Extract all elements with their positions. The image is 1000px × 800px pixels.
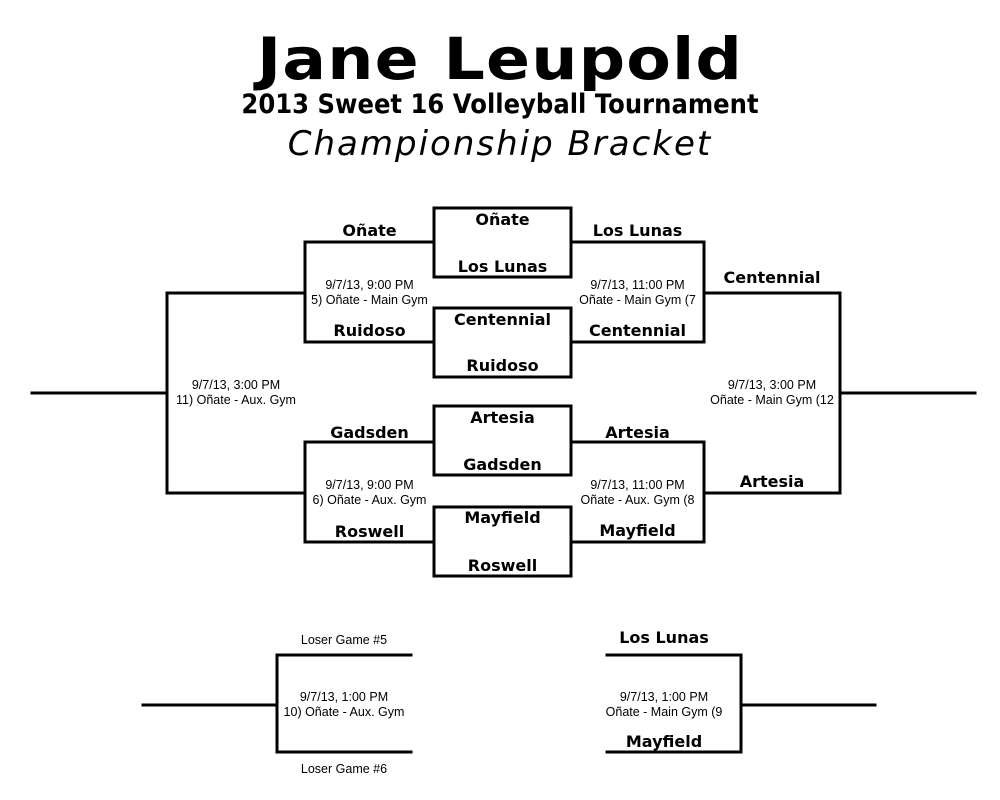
- game-time: 9/7/13, 1:00 PM: [619, 690, 709, 704]
- team-label: Ruidoso: [333, 321, 406, 340]
- game-info: 9/7/13, 3:00 PM Oñate - Main Gym (12: [704, 378, 840, 408]
- team-label: Mayfield: [625, 732, 703, 751]
- game-location: Oñate - Aux. Gym (8: [580, 493, 695, 507]
- game-info: 9/7/13, 9:00 PM 5) Oñate - Main Gym: [305, 278, 434, 308]
- team-label: Mayfield: [599, 521, 676, 540]
- page-subtitle: 2013 Sweet 16 Volleyball Tournament: [241, 89, 759, 120]
- team-label: Gadsden: [463, 455, 542, 474]
- team-label: Roswell: [334, 522, 405, 541]
- game-info: 9/7/13, 11:00 PM Oñate - Aux. Gym (8: [571, 478, 704, 508]
- team-label: Centennial: [723, 268, 821, 287]
- box-game-3: [432, 404, 573, 477]
- game-location: Oñate - Main Gym (9: [605, 705, 723, 719]
- page-title: Jane Leupold: [257, 25, 743, 93]
- team-label: Ruidoso: [466, 356, 539, 375]
- game-info: 9/7/13, 9:00 PM 6) Oñate - Aux. Gym: [305, 478, 434, 508]
- game-time: 9/7/13, 9:00 PM: [325, 278, 414, 292]
- box-game-2: [432, 306, 573, 379]
- team-label: Centennial: [453, 310, 552, 329]
- game-time: 9/7/13, 11:00 PM: [590, 478, 685, 492]
- game-location: Oñate - Main Gym (12: [710, 393, 834, 407]
- team-label: Los Lunas: [619, 628, 709, 647]
- game-info: 9/7/13, 1:00 PM 10) Oñate - Aux. Gym: [277, 690, 411, 720]
- game-location: 5) Oñate - Main Gym: [311, 293, 428, 307]
- game-time: 9/7/13, 1:00 PM: [299, 690, 389, 704]
- game-time: 9/7/13, 3:00 PM: [191, 378, 281, 392]
- team-label: Oñate: [342, 221, 397, 240]
- team-label: Artesia: [470, 408, 535, 427]
- team-label: Los Lunas: [592, 221, 683, 240]
- team-label: Loser Game #6: [300, 762, 388, 776]
- team-label: Artesia: [605, 423, 670, 442]
- box-game-4: [432, 505, 573, 578]
- team-label: Gadsden: [330, 423, 409, 442]
- game-location: 11) Oñate - Aux. Gym: [176, 393, 296, 407]
- bracket-name: Championship Bracket: [287, 124, 713, 164]
- game-info: 9/7/13, 11:00 PM Oñate - Main Gym (7: [571, 278, 704, 308]
- box-game-1: [432, 206, 573, 279]
- team-label: Centennial: [588, 321, 687, 340]
- game-info: 9/7/13, 1:00 PM Oñate - Main Gym (9: [597, 690, 731, 720]
- game-info: 9/7/13, 3:00 PM 11) Oñate - Aux. Gym: [167, 378, 305, 408]
- team-label: Roswell: [467, 556, 538, 575]
- team-label: Mayfield: [464, 508, 541, 527]
- game-location: 10) Oñate - Aux. Gym: [283, 705, 405, 719]
- game-time: 9/7/13, 11:00 PM: [590, 278, 685, 292]
- game-time: 9/7/13, 3:00 PM: [727, 378, 817, 392]
- game-location: 6) Oñate - Aux. Gym: [312, 493, 427, 507]
- team-label: Loser Game #5: [300, 633, 388, 647]
- team-label: Artesia: [739, 472, 805, 491]
- game-time: 9/7/13, 9:00 PM: [325, 478, 414, 492]
- team-label: Oñate: [475, 210, 530, 229]
- game-location: Oñate - Main Gym (7: [579, 293, 696, 307]
- team-label: Los Lunas: [457, 257, 548, 276]
